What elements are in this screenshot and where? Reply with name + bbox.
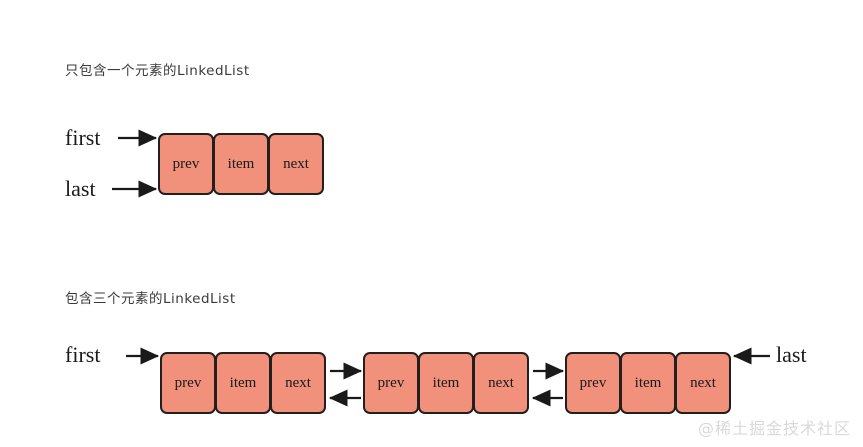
list-node-three-0: prev item next [160,352,326,414]
node-cell-prev: prev [363,352,419,414]
node-cell-next: next [473,352,529,414]
node-cell-next: next [268,133,324,195]
node-cell-item: item [213,133,269,195]
section-caption-single-element: 只包含一个元素的LinkedList [65,63,250,79]
node-cell-prev: prev [565,352,621,414]
pointer-label-first-three: first [65,342,101,367]
watermark: @稀土掘金技术社区 [697,419,851,438]
node-cell-next: next [675,352,731,414]
pointer-label-first-single: first [65,125,101,150]
node-cell-item: item [215,352,271,414]
list-node-three-1: prev item next [363,352,529,414]
node-cell-item: item [418,352,474,414]
list-node-three-2: prev item next [565,352,731,414]
section-caption-three-elements: 包含三个元素的LinkedList [65,291,236,307]
node-cell-prev: prev [160,352,216,414]
node-cell-prev: prev [158,133,214,195]
list-node-single-0: prev item next [158,133,324,195]
node-cell-next: next [270,352,326,414]
node-cell-item: item [620,352,676,414]
pointer-label-last-three: last [776,342,807,367]
pointer-label-last-single: last [65,176,96,201]
